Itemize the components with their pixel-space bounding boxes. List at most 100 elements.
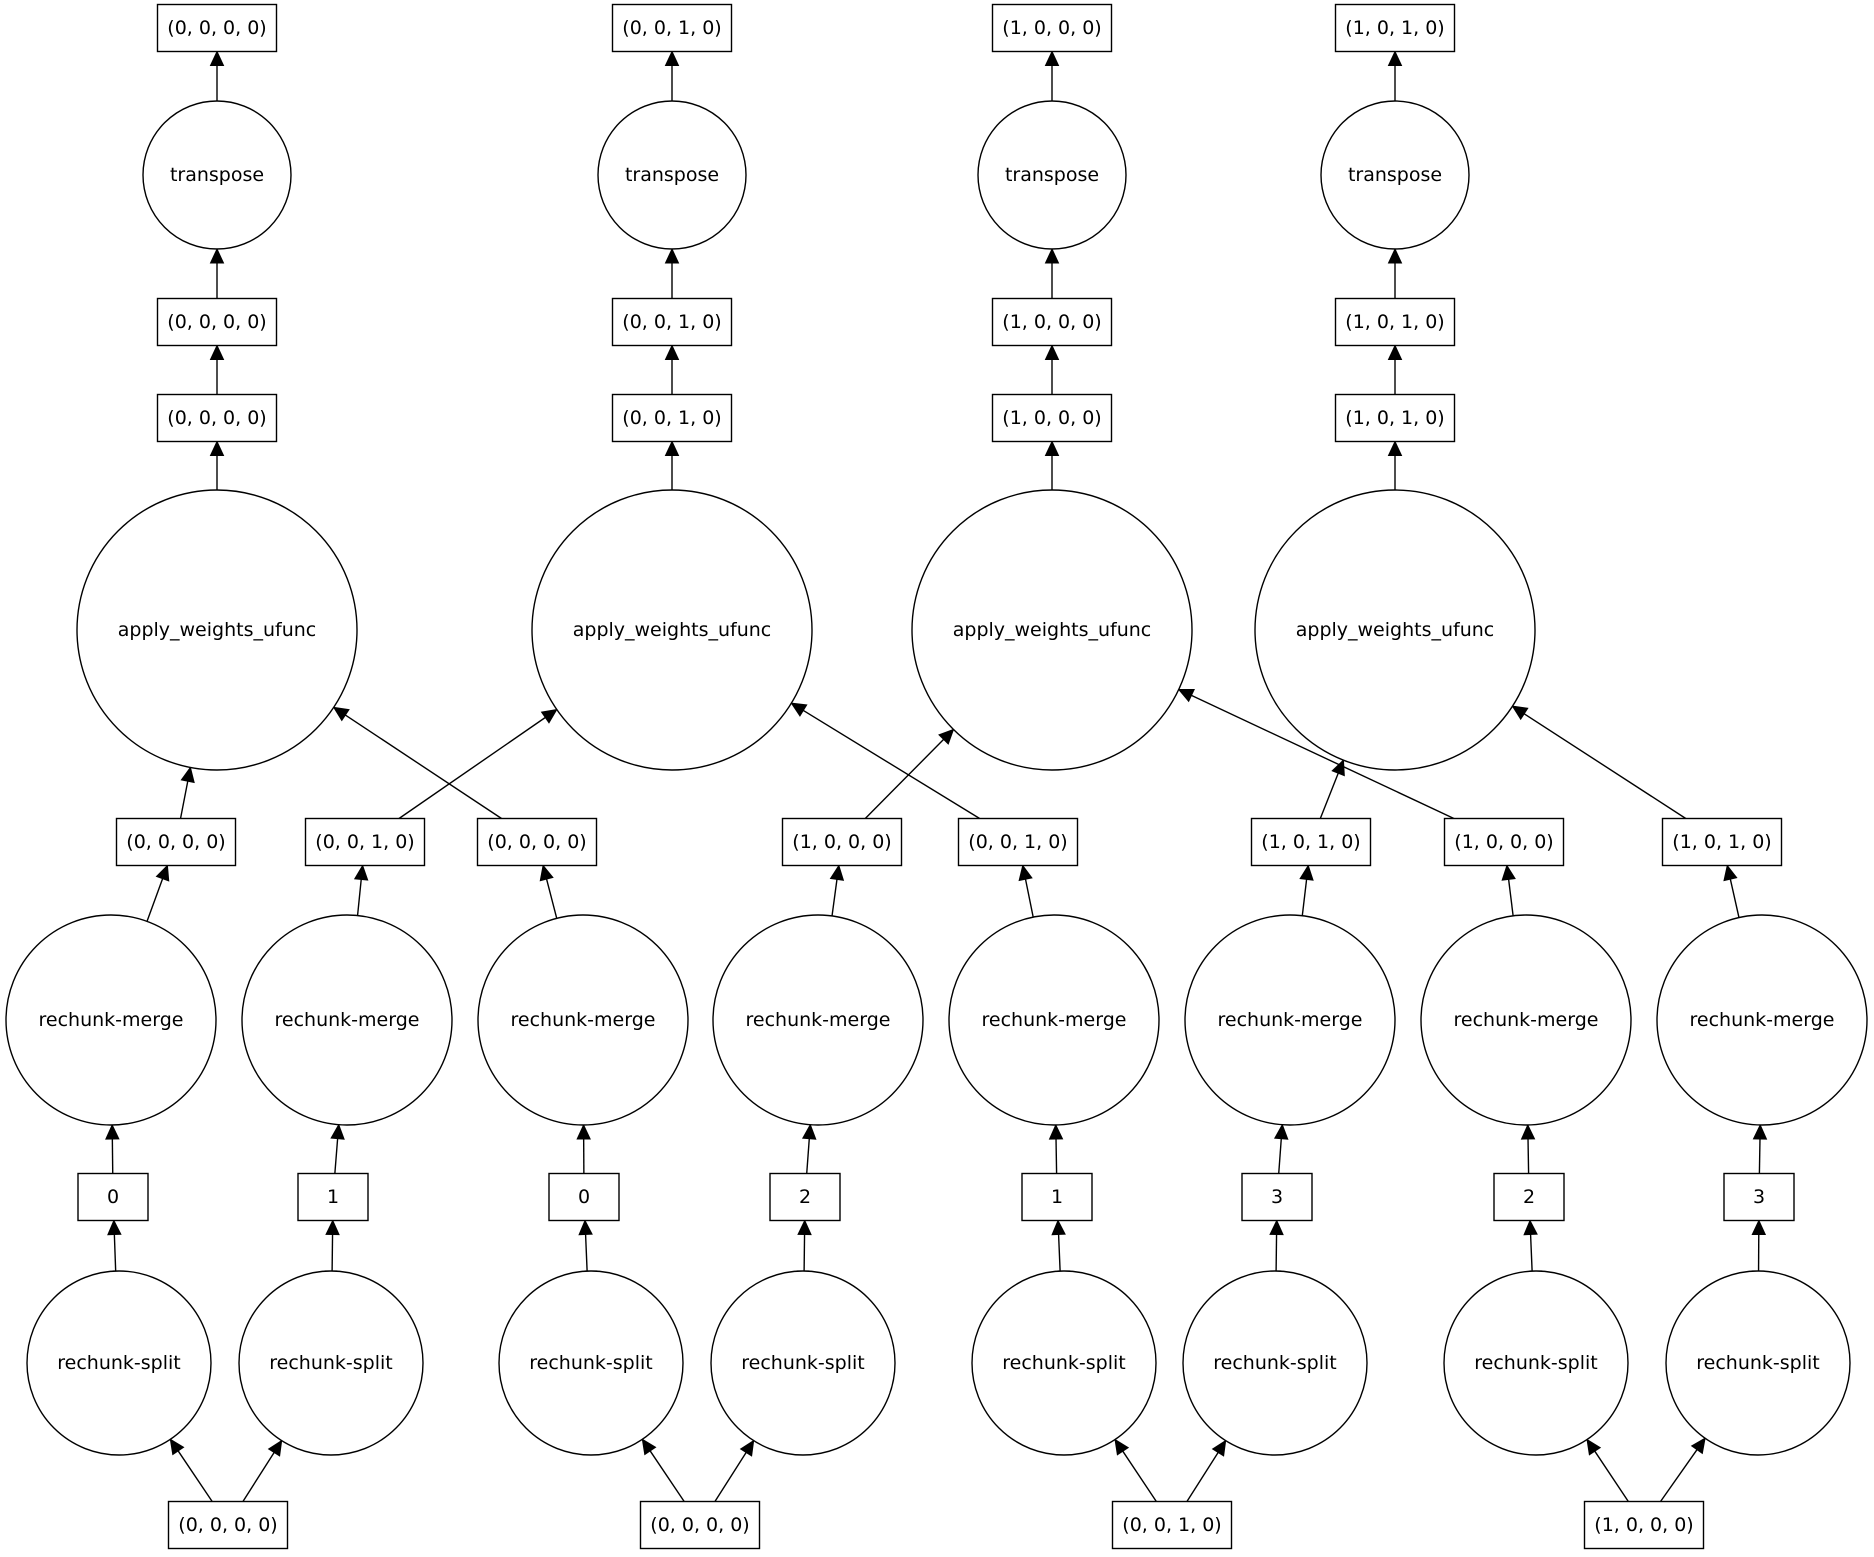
- node-label: (0, 0, 1, 0): [1122, 1514, 1221, 1536]
- arrowhead-icon: [332, 706, 350, 722]
- arrowhead-icon: [1114, 1438, 1130, 1456]
- key-box: [156, 297, 278, 347]
- edge-in1-to-rs3: [714, 1439, 755, 1502]
- edge-rs4-to-n4: [1051, 1219, 1066, 1272]
- edge-line: [1529, 1234, 1533, 1272]
- edge-line: [334, 1138, 339, 1174]
- arrowhead-icon: [1299, 864, 1314, 881]
- key-node-kb1: (0, 0, 1, 0): [611, 393, 733, 443]
- edge-rm6-to-m6: [1501, 864, 1516, 916]
- arrowhead-icon: [1520, 1123, 1536, 1140]
- key-node-n3: 2: [769, 1172, 841, 1222]
- key-box: [1443, 817, 1565, 867]
- key-node-n0: 0: [77, 1172, 149, 1222]
- node-label: rechunk-merge: [275, 1009, 420, 1031]
- node-label: (0, 0, 0, 0): [167, 17, 266, 39]
- arrowhead-icon: [1331, 759, 1345, 777]
- task-node-aw3: apply_weights_ufunc: [1254, 489, 1536, 771]
- node-label: (1, 0, 1, 0): [1261, 831, 1360, 853]
- task-node-rs5: rechunk-split: [1182, 1270, 1368, 1456]
- node-label: 1: [327, 1186, 339, 1208]
- edge-m4-to-aw1: [790, 702, 981, 820]
- task-circle: [948, 914, 1160, 1126]
- node-label: 3: [1271, 1186, 1283, 1208]
- task-circle: [1665, 1270, 1851, 1456]
- edge-m5-to-aw3: [1319, 759, 1345, 819]
- arrowhead-icon: [1690, 1437, 1706, 1455]
- key-node-in3: (1, 0, 0, 0): [1583, 1500, 1705, 1550]
- task-node-aw0: apply_weights_ufunc: [76, 489, 358, 771]
- node-label: transpose: [1005, 164, 1099, 186]
- edge-rs3-to-n3: [797, 1219, 812, 1272]
- arrowhead-icon: [1044, 440, 1060, 456]
- task-node-tr0: transpose: [142, 100, 292, 250]
- arrowhead-icon: [829, 864, 845, 881]
- edge-line: [831, 879, 838, 917]
- arrowhead-icon: [1051, 1219, 1066, 1236]
- node-label: rechunk-merge: [511, 1009, 656, 1031]
- task-node-rm5: rechunk-merge: [1184, 914, 1396, 1126]
- task-circle: [1254, 489, 1536, 771]
- key-node-m1: (0, 0, 1, 0): [304, 817, 426, 867]
- node-label: (0, 0, 0, 0): [167, 311, 266, 333]
- key-box: [611, 393, 733, 443]
- key-box: [1250, 817, 1372, 867]
- key-box: [1021, 1172, 1093, 1222]
- arrowhead-icon: [797, 1219, 812, 1236]
- node-label: transpose: [625, 164, 719, 186]
- task-node-rm4: rechunk-merge: [948, 914, 1160, 1126]
- edge-rm4-to-m4: [1018, 864, 1034, 918]
- task-circle: [971, 1270, 1157, 1456]
- key-box: [1334, 297, 1456, 347]
- key-node-n7: 3: [1723, 1172, 1795, 1222]
- edge-line: [864, 738, 945, 819]
- node-label: rechunk-split: [269, 1352, 392, 1374]
- edge-m3-to-aw2: [864, 728, 955, 819]
- task-circle: [712, 914, 924, 1126]
- arrowhead-icon: [107, 1219, 122, 1236]
- node-label: (0, 0, 1, 0): [622, 311, 721, 333]
- key-node-m4: (0, 0, 1, 0): [957, 817, 1079, 867]
- node-label: transpose: [1348, 164, 1442, 186]
- key-box: [611, 297, 733, 347]
- edge-line: [1301, 879, 1308, 916]
- node-label: rechunk-merge: [1218, 1009, 1363, 1031]
- edge-line: [649, 1450, 685, 1502]
- edge-n7-to-rm7: [1752, 1123, 1768, 1174]
- arrowhead-icon: [1387, 247, 1403, 264]
- arrowhead-icon: [325, 1219, 340, 1236]
- arrowhead-icon: [540, 708, 558, 724]
- task-node-rm7: rechunk-merge: [1656, 914, 1868, 1126]
- task-node-rs6: rechunk-split: [1443, 1270, 1629, 1456]
- edge-line: [356, 879, 362, 916]
- key-box: [1334, 393, 1456, 443]
- node-label: (0, 0, 1, 0): [315, 831, 414, 853]
- edge-line: [179, 781, 189, 819]
- node-label: rechunk-merge: [746, 1009, 891, 1031]
- key-box: [1583, 1500, 1705, 1550]
- task-node-rs4: rechunk-split: [971, 1270, 1157, 1456]
- node-label: 1: [1051, 1186, 1063, 1208]
- node-label: rechunk-merge: [1454, 1009, 1599, 1031]
- edge-line: [802, 709, 981, 820]
- edge-rm7-to-m7: [1723, 864, 1740, 918]
- node-label: (0, 0, 0, 0): [650, 1514, 749, 1536]
- edge-rm1-to-m1: [353, 864, 369, 916]
- node-label: apply_weights_ufunc: [118, 619, 317, 641]
- edge-in1-to-rs2: [641, 1438, 685, 1502]
- arrowhead-icon: [1387, 440, 1403, 456]
- edge-n0-to-rm0: [105, 1123, 120, 1174]
- arrowhead-icon: [1387, 50, 1403, 66]
- arrowhead-icon: [209, 344, 225, 360]
- arrowhead-icon: [1177, 688, 1195, 703]
- edge-line: [1527, 1138, 1530, 1174]
- edge-in0-to-rs1: [242, 1439, 283, 1502]
- key-node-n6: 2: [1493, 1172, 1565, 1222]
- key-box: [156, 3, 278, 53]
- arrowhead-icon: [330, 1123, 345, 1140]
- arrowhead-icon: [1018, 864, 1033, 882]
- task-node-rm1: rechunk-merge: [241, 914, 453, 1126]
- edge-line: [584, 1234, 588, 1272]
- edge-aw2-to-kb2: [1044, 440, 1060, 490]
- key-node-m2: (0, 0, 0, 0): [476, 817, 598, 867]
